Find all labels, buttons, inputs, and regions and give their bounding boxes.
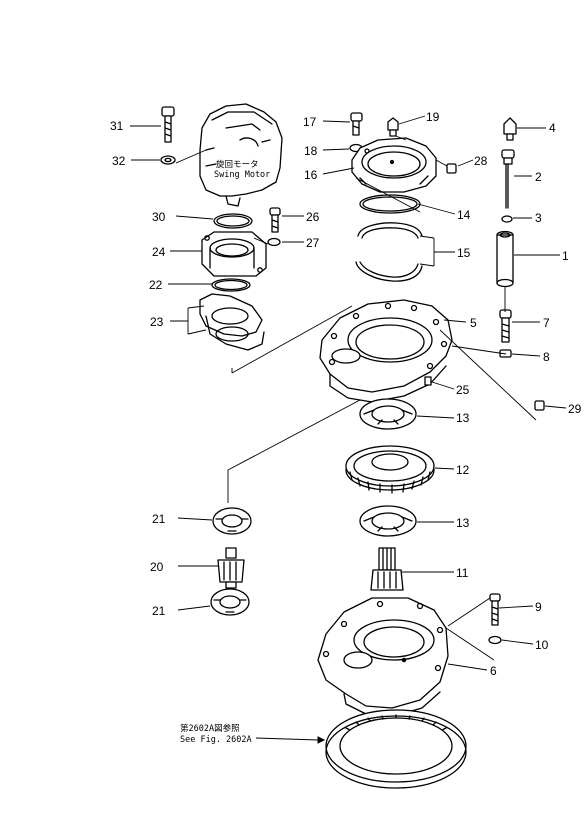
- plug-28: [446, 163, 457, 174]
- callout-19: 19: [426, 110, 440, 124]
- bearing-13-upper: [359, 398, 417, 430]
- lower-case-6: [317, 597, 449, 717]
- callout-24: 24: [152, 245, 166, 259]
- drive-gear-20: [217, 547, 245, 589]
- callout-11: 11: [456, 566, 469, 580]
- bolt-31: [161, 106, 175, 143]
- callout-21-upper: 21: [152, 512, 166, 526]
- callout-21-lower: 21: [152, 604, 166, 618]
- callout-27: 27: [306, 236, 320, 250]
- o-ring-22: [211, 278, 251, 292]
- ref-note-jp: 第2602A図参照: [180, 723, 240, 734]
- callout-9: 9: [535, 600, 542, 614]
- shims-23: [199, 293, 265, 351]
- shims-15: [355, 222, 423, 282]
- guide-pipe-1: [496, 230, 514, 288]
- bearing-13-lower: [359, 505, 417, 537]
- callout-5: 5: [470, 316, 477, 330]
- bearing-21-upper: [212, 507, 252, 535]
- callout-18: 18: [304, 144, 318, 158]
- callout-labels: 31 32 30 24 22 23 17 18 16 19 28 14 15 2…: [110, 110, 582, 678]
- callout-15: 15: [457, 246, 471, 260]
- callout-26: 26: [306, 210, 320, 224]
- callout-14: 14: [457, 208, 471, 222]
- callout-10: 10: [535, 638, 549, 652]
- callout-25: 25: [456, 383, 470, 397]
- leader-lines: [130, 115, 567, 671]
- callout-12: 12: [456, 463, 470, 477]
- retainer-24: [201, 231, 267, 277]
- fitting-19: [387, 117, 399, 137]
- washer-10: [488, 635, 502, 645]
- callout-7: 7: [543, 316, 550, 330]
- callout-3: 3: [535, 211, 542, 225]
- callout-22: 22: [149, 278, 163, 292]
- gear-12: [345, 445, 435, 494]
- bolt-26: [269, 207, 281, 233]
- callout-13-upper: 13: [456, 411, 470, 425]
- o-ring-14: [359, 194, 421, 214]
- callout-28: 28: [474, 154, 488, 168]
- callout-8: 8: [543, 350, 550, 364]
- swing-circle: [325, 709, 467, 789]
- motor-note-jp: 旋回モータ: [216, 159, 259, 170]
- bolt-7: [499, 309, 512, 343]
- callout-17: 17: [303, 115, 317, 129]
- callout-31: 31: [110, 119, 124, 133]
- swing-motor-outline: 旋回モータ Swing Motor: [199, 103, 283, 207]
- plug-29: [534, 400, 545, 411]
- bearing-21-lower: [210, 588, 250, 616]
- callout-4: 4: [549, 121, 556, 135]
- callout-2: 2: [535, 170, 542, 184]
- upper-case-5: [319, 299, 453, 403]
- washer-27: [267, 237, 281, 247]
- callout-30: 30: [152, 210, 166, 224]
- callout-13-lower: 13: [456, 516, 470, 530]
- dipstick-2: [501, 149, 515, 209]
- o-ring-3: [501, 215, 513, 223]
- assembly-guide-lines: [227, 135, 537, 661]
- cover-16: [351, 137, 437, 193]
- breather-4: [503, 117, 517, 141]
- bolt-17: [350, 112, 363, 136]
- motor-note-en: Swing Motor: [214, 170, 270, 180]
- callout-32: 32: [112, 154, 126, 168]
- callout-6: 6: [490, 664, 497, 678]
- callout-16: 16: [304, 168, 318, 182]
- pinion-shaft-11: [370, 547, 404, 591]
- callout-23: 23: [150, 315, 164, 329]
- ref-note-en: See Fig. 2602A: [180, 735, 252, 745]
- callout-1: 1: [562, 249, 569, 263]
- pin-25: [424, 376, 432, 386]
- callout-29: 29: [568, 402, 582, 416]
- callout-20: 20: [150, 560, 164, 574]
- bolt-9: [489, 593, 501, 626]
- o-ring-30: [213, 213, 253, 229]
- washer-32: [160, 155, 176, 165]
